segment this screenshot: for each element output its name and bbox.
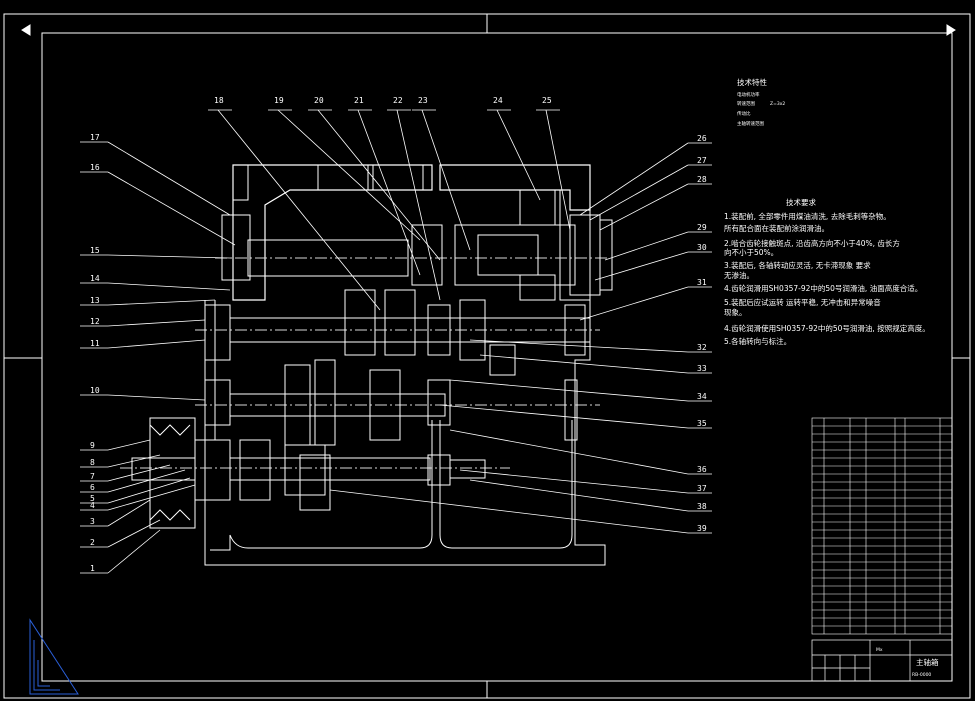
inner-frame (41, 32, 953, 682)
tech-req-line: 2.啮合齿轮接触斑点, 沿齿高方向不小于40%, 齿长方 (724, 238, 900, 248)
part-label-11: 11 (90, 339, 100, 348)
part-label-37: 37 (697, 484, 707, 493)
tech-param-ratio: Z=3x2 (770, 101, 785, 107)
part-label-39: 39 (697, 524, 707, 533)
tech-req-line: 现象。 (724, 307, 747, 317)
part-label-31: 31 (697, 278, 707, 287)
part-label-27: 27 (697, 156, 707, 165)
tech-req-line: 所有配合面在装配前涂润滑油。 (724, 223, 829, 233)
part-label-22: 22 (393, 96, 403, 105)
shaft-centerlines (120, 257, 610, 469)
part-label-19: 19 (274, 96, 284, 105)
leader-lines (80, 109, 712, 574)
part-label-28: 28 (697, 175, 707, 184)
tech-req-title: 技术要求 (786, 197, 816, 207)
parts-list-table (811, 417, 953, 635)
tech-param-row: 传动比 (737, 110, 751, 117)
tech-requirements-block: 技术要求 1.装配前, 全部零件用煤油清洗, 去除毛刺等杂物。 所有配合面在装配… (724, 197, 930, 346)
part-label-7: 7 (90, 472, 95, 481)
part-label-18: 18 (214, 96, 224, 105)
part-label-15: 15 (90, 246, 100, 255)
tech-req-line: 3.装配后, 各轴转动应灵活, 无卡滞现象 要求 (724, 260, 871, 270)
part-label-17: 17 (90, 133, 100, 142)
part-label-20: 20 (314, 96, 324, 105)
part-label-3: 3 (90, 517, 95, 526)
part-label-38: 38 (697, 502, 707, 511)
corner-mark (29, 618, 79, 695)
part-label-10: 10 (90, 386, 100, 395)
tech-param-row: 电动机功率 (737, 91, 760, 98)
title-block: 主轴箱 Mx RB-0000 (811, 639, 953, 682)
tech-param-row: 转速范围 (737, 100, 755, 107)
title-block-drawing-no: RB-0000 (912, 672, 931, 678)
part-label-9: 9 (90, 441, 95, 450)
tech-req-line: 向不小于50%。 (724, 247, 778, 257)
part-label-16: 16 (90, 163, 100, 172)
part-label-36: 36 (697, 465, 707, 474)
part-label-25: 25 (542, 96, 552, 105)
tech-params-title: 技术特性 (737, 77, 767, 87)
part-label-8: 8 (90, 458, 95, 467)
part-label-2: 2 (90, 538, 95, 547)
part-label-23: 23 (418, 96, 428, 105)
part-label-24: 24 (493, 96, 503, 105)
part-label-13: 13 (90, 296, 100, 305)
part-label-26: 26 (697, 134, 707, 143)
part-label-1: 1 (90, 564, 95, 573)
part-label-5: 5 (90, 494, 95, 503)
part-label-21: 21 (354, 96, 364, 105)
part-label-33: 33 (697, 364, 707, 373)
part-label-30: 30 (697, 243, 707, 252)
tech-req-line: 4.齿轮润滑用SH0357-92中的50号润滑油, 油面高度合适。 (724, 283, 922, 293)
tech-param-row: 主轴转速范围 (737, 120, 764, 127)
tech-req-line: 5.装配后应试运转 运转平稳, 无冲击和异常噪音 (724, 297, 881, 307)
part-label-14: 14 (90, 274, 100, 283)
part-label-12: 12 (90, 317, 100, 326)
part-label-32: 32 (697, 343, 707, 352)
part-label-4: 4 (90, 501, 95, 510)
tech-req-line: 无渗油。 (724, 270, 754, 280)
part-label-35: 35 (697, 419, 707, 428)
v-belt-pulley (149, 417, 196, 529)
tech-req-line: 4.齿轮润滑使用SH0357-92中的50号润滑油, 按照规定高度。 (724, 323, 930, 333)
centering-marks (4, 14, 970, 698)
title-block-code: Mx (876, 647, 883, 653)
title-block-name: 主轴箱 (916, 657, 939, 667)
part-label-34: 34 (697, 392, 707, 401)
tech-req-line: 5.各轴转向与标注。 (724, 336, 791, 346)
part-label-6: 6 (90, 483, 95, 492)
part-label-29: 29 (697, 223, 707, 232)
tech-params-block: 技术特性 电动机功率 转速范围 Z=3x2 传动比 主轴转速范围 (737, 77, 785, 127)
tech-req-line: 1.装配前, 全部零件用煤油清洗, 去除毛刺等杂物。 (724, 211, 891, 221)
gearbox-section (120, 164, 613, 566)
